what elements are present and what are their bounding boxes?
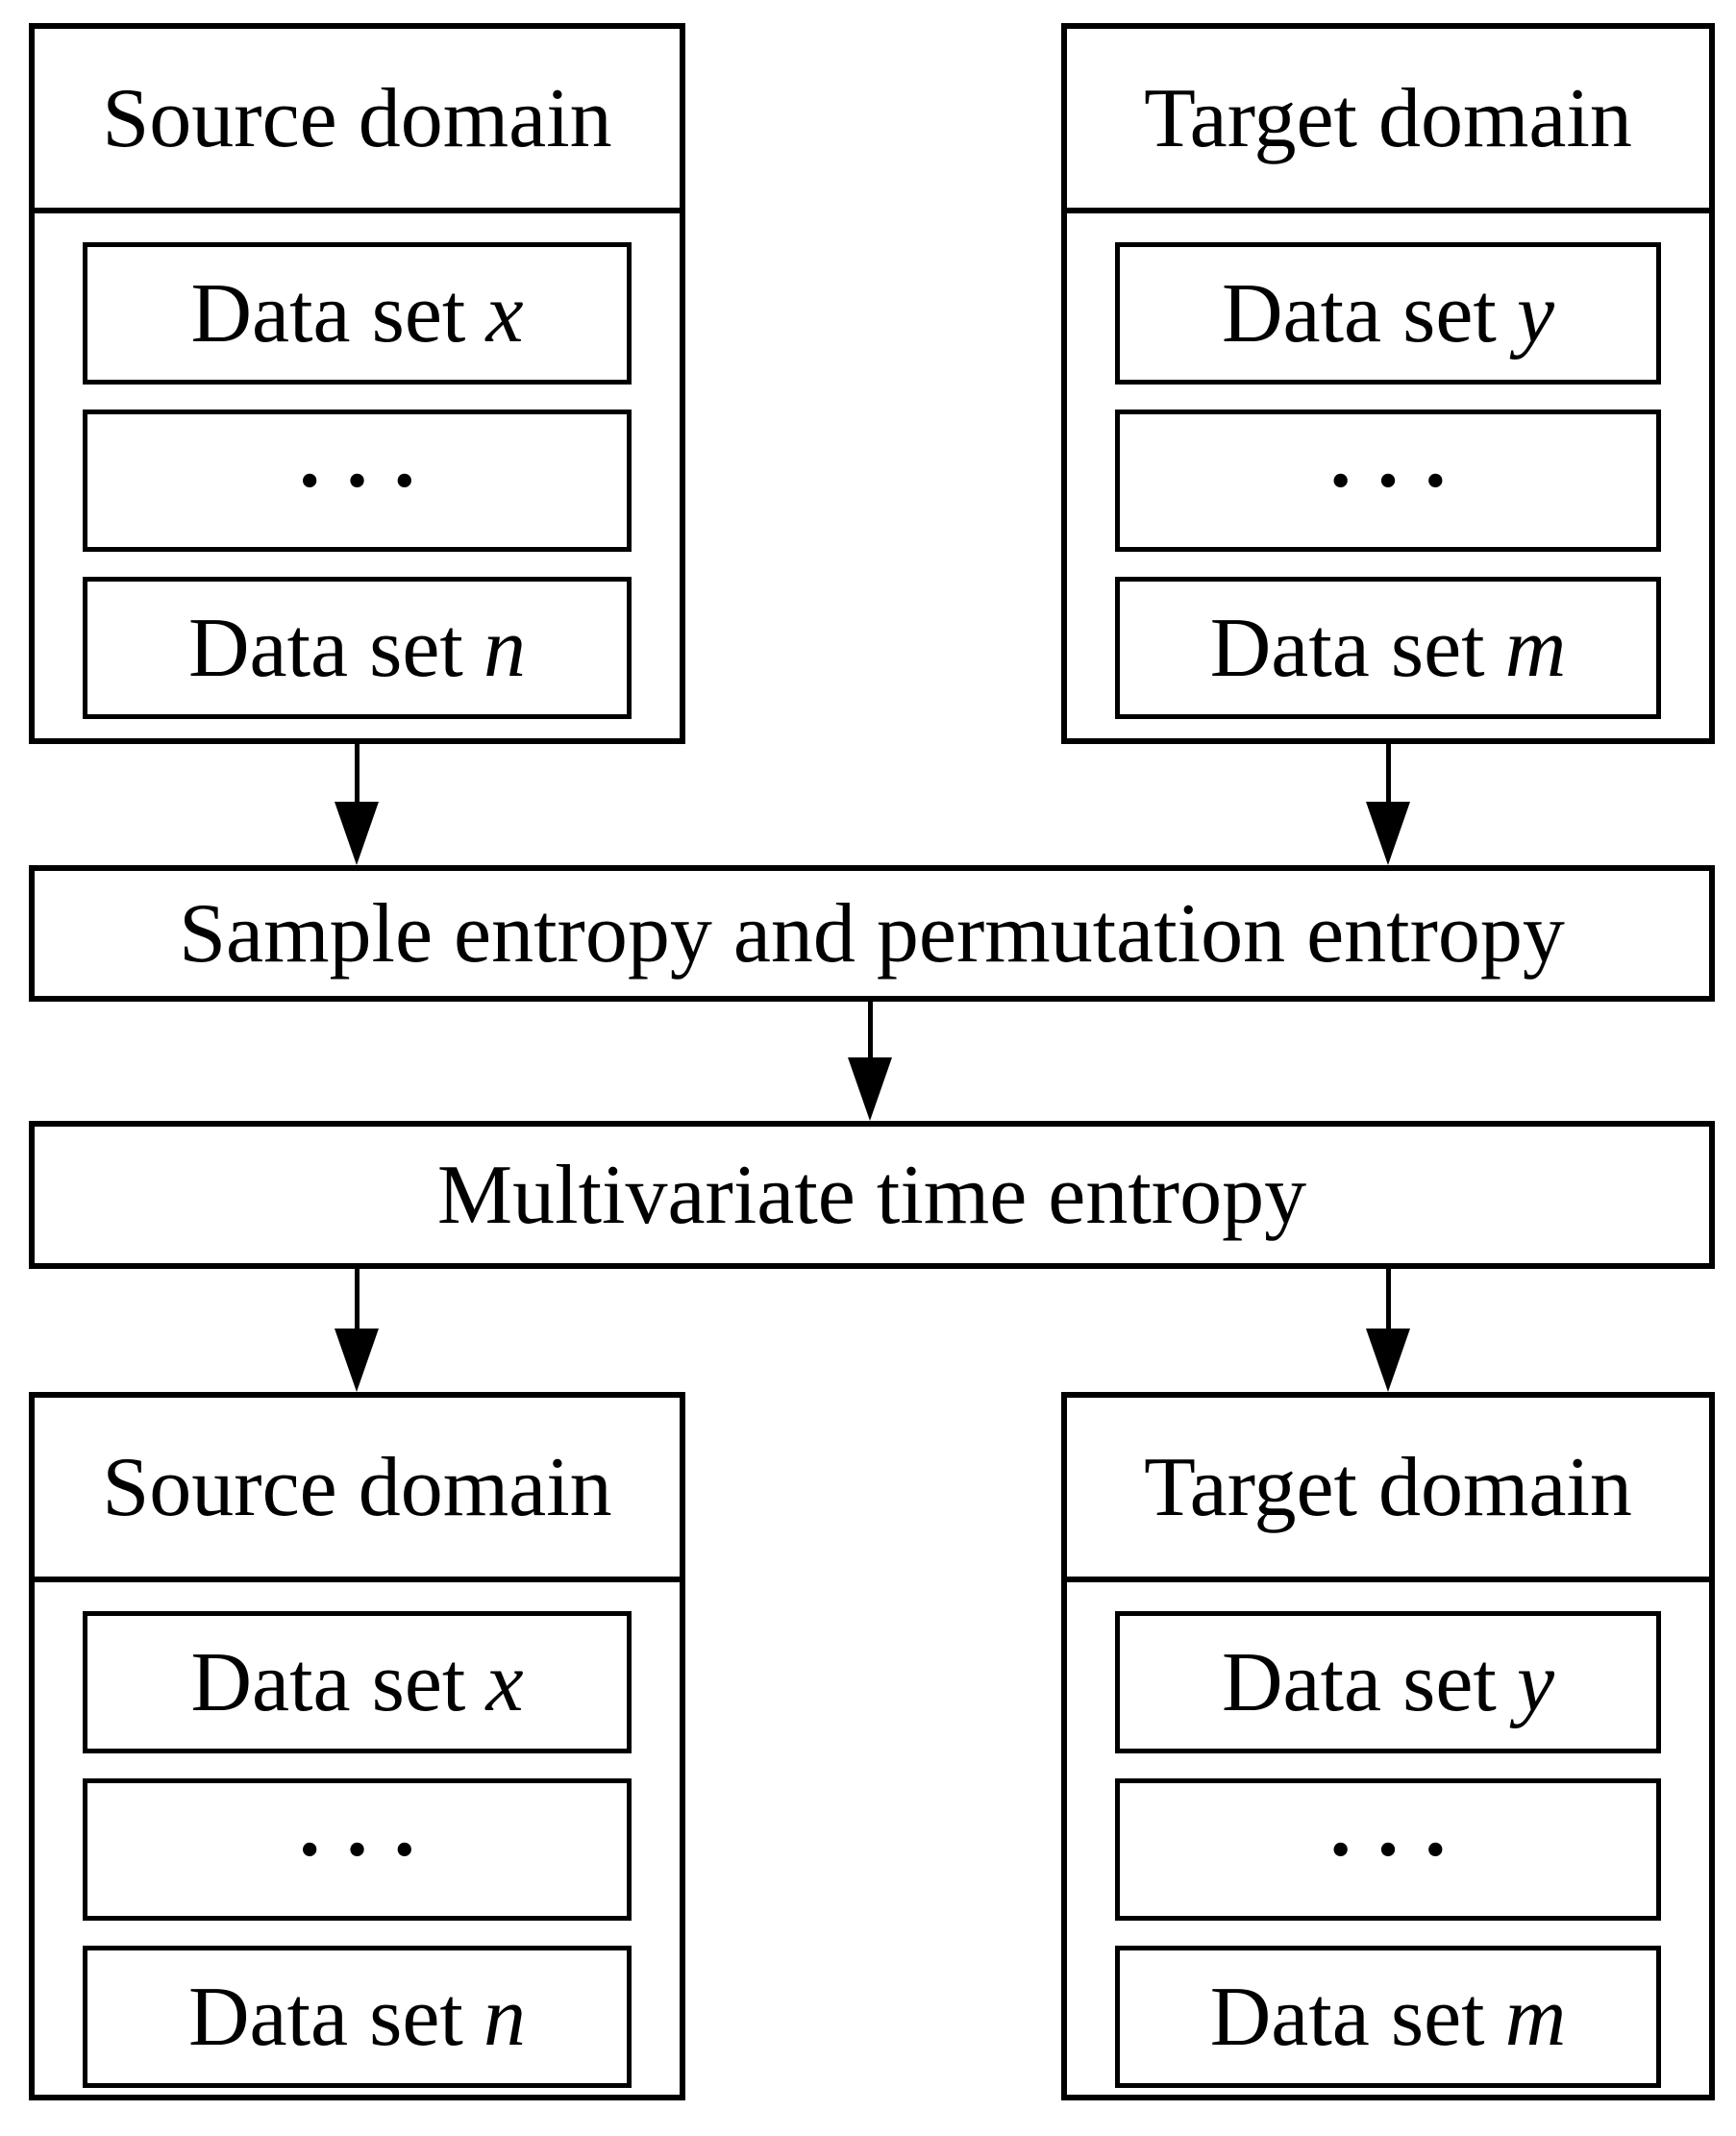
multivariate-time-entropy-box: Multivariate time entropy	[29, 1121, 1715, 1269]
arrow-head-icon	[335, 1329, 379, 1392]
panel-title: Target domain	[1067, 1398, 1709, 1582]
ellipsis-box: ···	[83, 410, 632, 552]
arrow-target-to-entropy	[1366, 742, 1410, 865]
ellipsis-box: ···	[1115, 410, 1661, 552]
arrow-head-icon	[335, 802, 379, 865]
dataset-variable: x	[485, 266, 524, 360]
ellipsis: ···	[1326, 1802, 1470, 1897]
dataset-variable: n	[483, 1970, 526, 2064]
dataset-label: Data set	[1209, 601, 1485, 695]
panel-title: Source domain	[35, 1398, 680, 1582]
dataset-variable: y	[1516, 266, 1555, 360]
ellipsis-box: ···	[83, 1778, 632, 1921]
arrow-shaft	[1385, 1269, 1391, 1329]
dataset-label: Data set	[1209, 1970, 1485, 2064]
ellipsis: ···	[1326, 434, 1470, 528]
dataset-variable: y	[1516, 1635, 1555, 1729]
arrow-multivariate-to-source	[335, 1269, 379, 1392]
dataset-variable: x	[485, 1635, 524, 1729]
arrow-shaft	[354, 742, 360, 802]
arrow-head-icon	[848, 1057, 892, 1121]
dataset-variable: m	[1504, 1970, 1567, 2064]
arrow-head-icon	[1366, 802, 1410, 865]
arrow-entropy-to-multivariate	[848, 1002, 892, 1121]
arrow-multivariate-to-target	[1366, 1269, 1410, 1392]
arrow-shaft	[1385, 742, 1391, 802]
dataset-label: Data set	[188, 601, 463, 695]
arrow-shaft	[354, 1269, 360, 1329]
dataset-label: Data set	[1221, 1635, 1497, 1729]
panel-title: Source domain	[35, 29, 680, 213]
dataset-variable: m	[1504, 601, 1567, 695]
arrow-source-to-entropy	[335, 742, 379, 865]
panel-title: Target domain	[1067, 29, 1709, 213]
arrow-shaft	[867, 1002, 873, 1057]
dataset-label: Data set	[190, 1635, 466, 1729]
ellipsis: ···	[295, 434, 438, 528]
dataset-label: Data set	[190, 266, 466, 360]
dataset-variable: n	[483, 601, 526, 695]
sample-permutation-entropy-box: Sample entropy and permutation entropy	[29, 865, 1715, 1002]
ellipsis-box: ···	[1115, 1778, 1661, 1921]
dataset-label: Data set	[188, 1970, 463, 2064]
arrow-head-icon	[1366, 1329, 1410, 1392]
ellipsis: ···	[295, 1802, 438, 1897]
dataset-label: Data set	[1221, 266, 1497, 360]
